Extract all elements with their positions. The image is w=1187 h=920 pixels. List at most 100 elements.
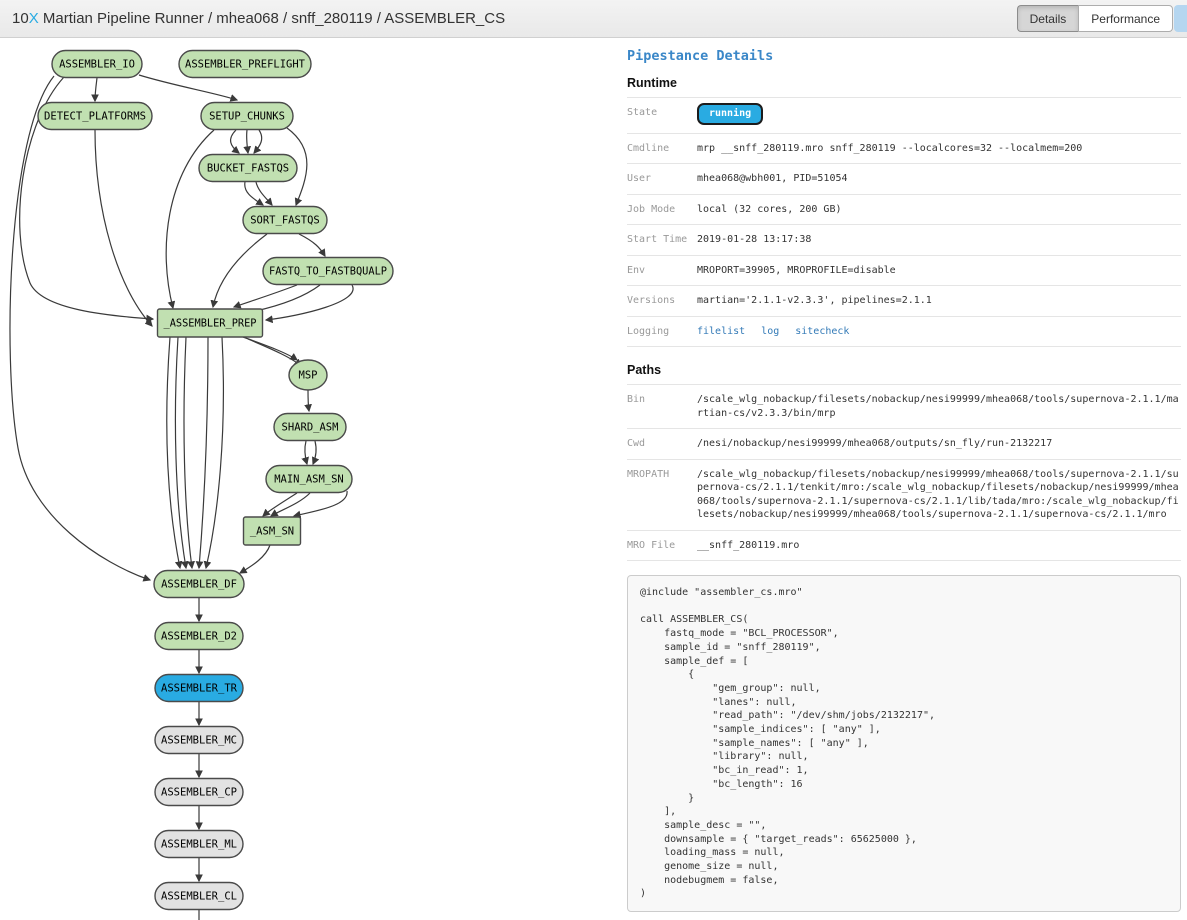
- detail-value: filelist log sitecheck: [697, 325, 1181, 339]
- detail-row-mro-file: MRO File __snff_280119.mro: [627, 529, 1181, 561]
- graph-edge: [230, 129, 240, 154]
- svg-text:ASSEMBLER_PREFLIGHT: ASSEMBLER_PREFLIGHT: [185, 59, 306, 71]
- detail-label: User: [627, 173, 652, 184]
- svg-text:MAIN_ASM_SN: MAIN_ASM_SN: [274, 474, 344, 486]
- graph-node-ASSEMBLER_PREFLIGHT[interactable]: ASSEMBLER_PREFLIGHT: [178, 49, 312, 79]
- runtime-section-title: Runtime: [627, 76, 677, 90]
- graph-edge: [138, 74, 239, 102]
- detail-row-logging: Logging filelist log sitecheck: [627, 315, 1181, 347]
- detail-value: __snff_280119.mro: [697, 539, 800, 551]
- graph-node-ASSEMBLER_IO[interactable]: ASSEMBLER_IO: [51, 49, 143, 79]
- detail-label: Versions: [627, 295, 676, 306]
- detail-row-versions: Versions martian='2.1.1-v2.3.3', pipeline…: [627, 285, 1181, 316]
- page-title: 10X Martian Pipeline Runner / mhea068 / …: [12, 0, 505, 38]
- graph-node-ASSEMBLER_D2[interactable]: ASSEMBLER_D2: [154, 621, 244, 651]
- graph-edge: [210, 233, 268, 309]
- svg-text:ASSEMBLER_DF: ASSEMBLER_DF: [161, 579, 237, 591]
- graph-node-MAIN_ASM_SN[interactable]: MAIN_ASM_SN: [265, 464, 353, 494]
- graph-edge: [247, 338, 302, 367]
- svg-text:_ASSEMBLER_PREP: _ASSEMBLER_PREP: [164, 318, 257, 330]
- svg-text:ASSEMBLER_CP: ASSEMBLER_CP: [161, 787, 237, 799]
- graph-edge: [238, 544, 271, 574]
- detail-row-bin: Bin/scale_wlg_nobackup/filesets/nobackup…: [627, 384, 1181, 428]
- graph-node-SHARD_ASM[interactable]: SHARD_ASM: [273, 412, 347, 442]
- graph-edge: [203, 336, 225, 570]
- breadcrumb: Martian Pipeline Runner / mhea068 / snff…: [38, 10, 506, 27]
- detail-label: MRO File: [627, 539, 676, 551]
- tab-performance[interactable]: Performance: [1078, 5, 1173, 32]
- graph-node-_ASM_SN[interactable]: _ASM_SN: [242, 516, 302, 546]
- graph-node-FASTQ_TO_FASTBQUALP[interactable]: FASTQ_TO_FASTBQUALP: [262, 256, 394, 286]
- svg-text:ASSEMBLER_TR: ASSEMBLER_TR: [161, 683, 238, 695]
- graph-edge: [264, 284, 354, 324]
- top-navbar: 10X Martian Pipeline Runner / mhea068 / …: [0, 0, 1187, 38]
- graph-node-SETUP_CHUNKS[interactable]: SETUP_CHUNKS: [200, 101, 294, 131]
- paths-section-title: Paths: [627, 363, 662, 377]
- svg-text:ASSEMBLER_IO: ASSEMBLER_IO: [59, 59, 135, 71]
- graph-edge: [253, 129, 263, 154]
- detail-row-start-time: Start Time 2019-01-28 13:17:38: [627, 224, 1181, 255]
- pipeline-graph: ASSEMBLER_IO ASSEMBLER_PREFLIGHT DETECT_PL…: [9, 49, 394, 920]
- detail-row-mropath: MROPATH/scale_wlg_nobackup/filesets/noba…: [627, 458, 1181, 530]
- graph-edge: [292, 490, 348, 519]
- detail-row-state: State running: [627, 97, 1181, 133]
- log-link-filelist[interactable]: filelist: [697, 325, 746, 337]
- graph-node-ASSEMBLER_CP[interactable]: ASSEMBLER_CP: [154, 777, 244, 807]
- detail-value: MROPORT=39905, MROPROFILE=disable: [697, 264, 896, 276]
- paths-table: Bin/scale_wlg_nobackup/filesets/nobackup…: [627, 384, 1181, 561]
- detail-value: martian='2.1.1-v2.3.3', pipelines=2.1.1: [697, 295, 932, 306]
- graph-edge: [91, 77, 99, 103]
- detail-label: State: [627, 107, 658, 118]
- detail-value: local (32 cores, 200 GB): [697, 203, 842, 215]
- svg-text:SORT_FASTQS: SORT_FASTQS: [250, 215, 320, 227]
- detail-label: Logging: [627, 325, 670, 337]
- detail-label: Start Time: [627, 234, 688, 245]
- svg-text:SETUP_CHUNKS: SETUP_CHUNKS: [209, 111, 285, 123]
- detail-label: Job Mode: [627, 203, 676, 215]
- detail-value: /nesi/nobackup/nesi99999/mhea068/outputs…: [697, 438, 1053, 449]
- graph-node-ASSEMBLER_ML[interactable]: ASSEMBLER_ML: [154, 829, 244, 859]
- svg-text:BUCKET_FASTQS: BUCKET_FASTQS: [207, 163, 289, 175]
- graph-node-SORT_FASTQS[interactable]: SORT_FASTQS: [242, 205, 328, 235]
- graph-edge: [286, 127, 308, 207]
- detail-value: 2019-01-28 13:17:38: [697, 234, 812, 245]
- graph-node-ASSEMBLER_CL[interactable]: ASSEMBLER_CL: [154, 881, 244, 911]
- graph-edge: [165, 129, 215, 310]
- mro-code-block: @include "assembler_cs.mro" call ASSEMBL…: [627, 575, 1181, 913]
- tab-details[interactable]: Details: [1016, 5, 1079, 32]
- graph-edge: [94, 129, 153, 327]
- svg-text:ASSEMBLER_D2: ASSEMBLER_D2: [161, 631, 237, 643]
- graph-edge: [304, 389, 312, 413]
- graph-edge: [243, 129, 252, 155]
- graph-edge: [166, 336, 183, 570]
- graph-node-ASSEMBLER_TR[interactable]: ASSEMBLER_TR: [154, 673, 244, 703]
- svg-text:FASTQ_TO_FASTBQUALP: FASTQ_TO_FASTBQUALP: [269, 266, 387, 278]
- graph-node-DETECT_PLATFORMS[interactable]: DETECT_PLATFORMS: [37, 101, 153, 131]
- log-link-sitecheck[interactable]: sitecheck: [795, 325, 850, 337]
- graph-edge: [232, 284, 298, 309]
- detail-label: MROPATH: [627, 468, 670, 480]
- pipeline-graph-area: ASSEMBLER_IO ASSEMBLER_PREFLIGHT DETECT_PL…: [0, 38, 622, 920]
- graph-node-ASSEMBLER_MC[interactable]: ASSEMBLER_MC: [154, 725, 244, 755]
- brand-10: 10: [12, 10, 29, 27]
- graph-node-MSP[interactable]: MSP: [288, 359, 328, 391]
- detail-value: /scale_wlg_nobackup/filesets/nobackup/ne…: [697, 468, 1179, 521]
- graph-node-_ASSEMBLER_PREP[interactable]: _ASSEMBLER_PREP: [156, 308, 264, 338]
- graph-edge: [9, 75, 152, 582]
- detail-row-job-mode: Job Mode local (32 cores, 200 GB): [627, 193, 1181, 225]
- graph-node-BUCKET_FASTQS[interactable]: BUCKET_FASTQS: [198, 153, 298, 183]
- graph-node-ASSEMBLER_DF[interactable]: ASSEMBLER_DF: [153, 569, 245, 599]
- graph-edge: [262, 492, 298, 517]
- detail-value: /scale_wlg_nobackup/filesets/nobackup/ne…: [697, 394, 1179, 419]
- graph-edge: [298, 233, 326, 257]
- detail-value: mrp __snff_280119.mro snff_280119 --loca…: [697, 142, 1083, 154]
- svg-text:ASSEMBLER_MC: ASSEMBLER_MC: [161, 735, 237, 747]
- log-link-log[interactable]: log: [761, 325, 780, 337]
- graph-edge: [255, 181, 273, 206]
- detail-value: running: [697, 103, 1181, 125]
